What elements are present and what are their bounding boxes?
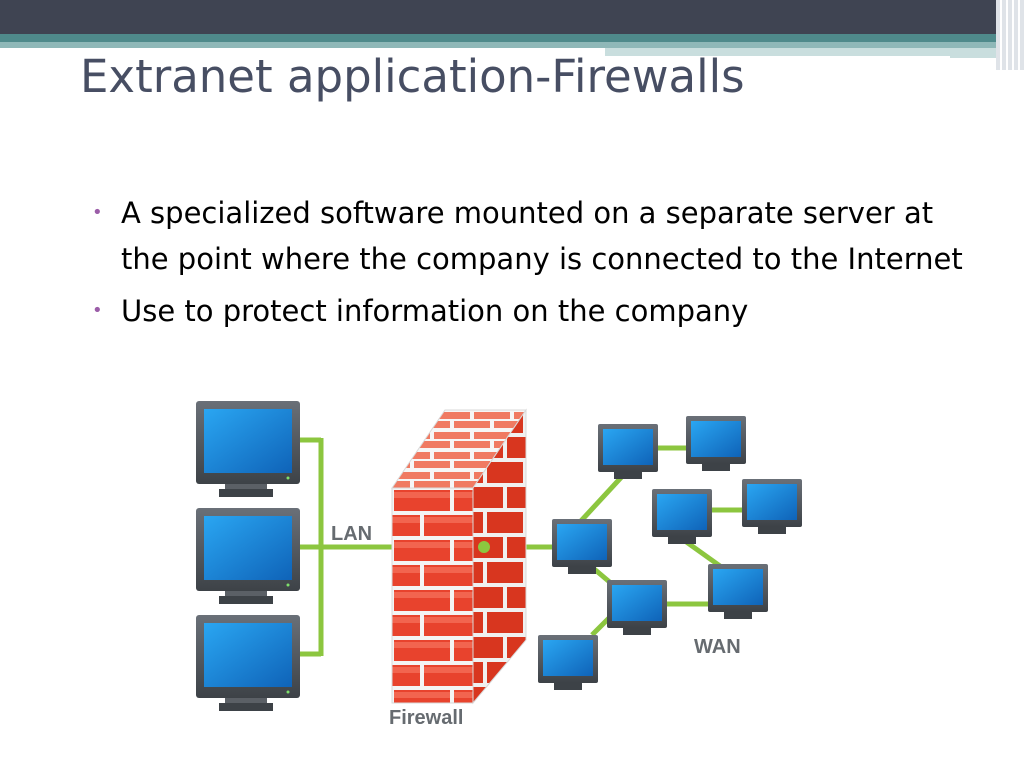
wan-label: WAN: [694, 636, 741, 658]
firewall-wall: [391, 408, 527, 705]
banner-stripe: [605, 56, 950, 58]
monitor-wan-hub: [552, 519, 612, 574]
monitor-wan-3: [652, 489, 712, 544]
monitor-lan-2: [196, 508, 300, 604]
bullet-list: • A specialized software mounted on a sep…: [92, 190, 982, 334]
monitor-wan-1: [598, 424, 658, 479]
top-banner: [0, 0, 1024, 34]
bullet-item: • A specialized software mounted on a sep…: [92, 190, 982, 282]
bullet-item: • Use to protect information on the compa…: [92, 288, 982, 334]
banner-stripe: [605, 48, 1000, 58]
firewall-label: Firewall: [389, 707, 463, 729]
connection-node: [478, 541, 490, 553]
banner-stripe: [0, 42, 1000, 48]
lan-connectors: [300, 437, 395, 657]
monitor-wan-7: [538, 635, 598, 690]
slide-title: Extranet application-Firewalls: [80, 50, 745, 103]
monitor-wan-4: [742, 479, 802, 534]
banner-stripe: [0, 34, 1024, 42]
lan-label: LAN: [331, 523, 372, 545]
monitor-lan-1: [196, 401, 300, 497]
bullet-text: A specialized software mounted on a sepa…: [121, 196, 963, 276]
bullet-marker-icon: •: [92, 202, 103, 223]
monitor-wan-6: [708, 564, 768, 619]
monitor-lan-3: [196, 615, 300, 711]
bullet-marker-icon: •: [92, 300, 103, 321]
bullet-text: Use to protect information on the compan…: [121, 294, 749, 328]
monitor-wan-2: [686, 416, 746, 471]
banner-corner-decoration: [996, 0, 1024, 70]
monitor-wan-5: [607, 580, 667, 635]
